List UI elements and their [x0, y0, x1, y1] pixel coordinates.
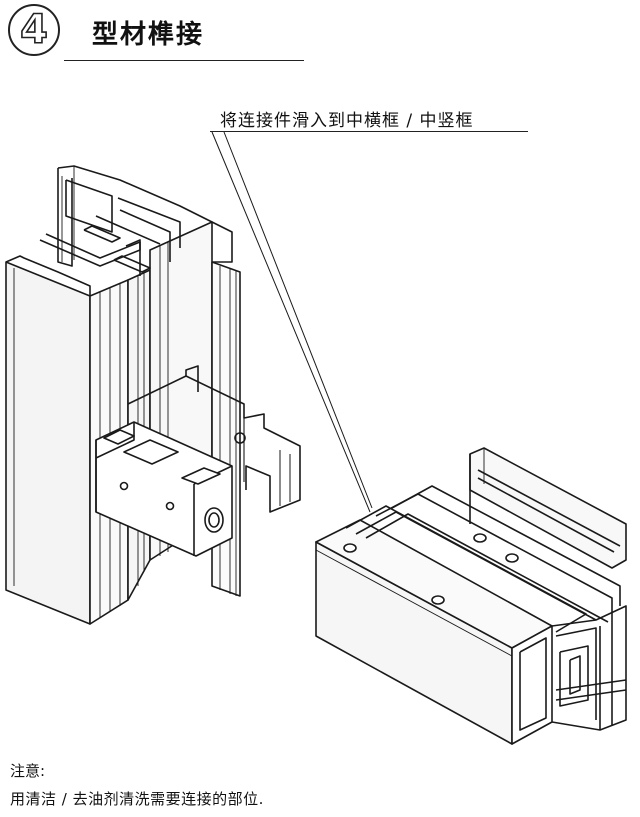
step-number-badge: 4 [8, 4, 60, 56]
title-underline [64, 60, 304, 61]
callout-label: 将连接件滑入到中横框 / 中竖框 [220, 111, 474, 131]
callout-underline [210, 131, 528, 132]
step-number: 4 [19, 7, 48, 53]
connector-block [95, 365, 301, 557]
note-heading: 注意: [10, 762, 46, 780]
note-text: 用清洁 / 去油剂清洗需要连接的部位. [10, 790, 264, 808]
vertical-profile [5, 165, 241, 625]
page-title: 型材榫接 [92, 20, 205, 50]
callout-leader [211, 131, 373, 513]
horizontal-profile [315, 447, 627, 745]
